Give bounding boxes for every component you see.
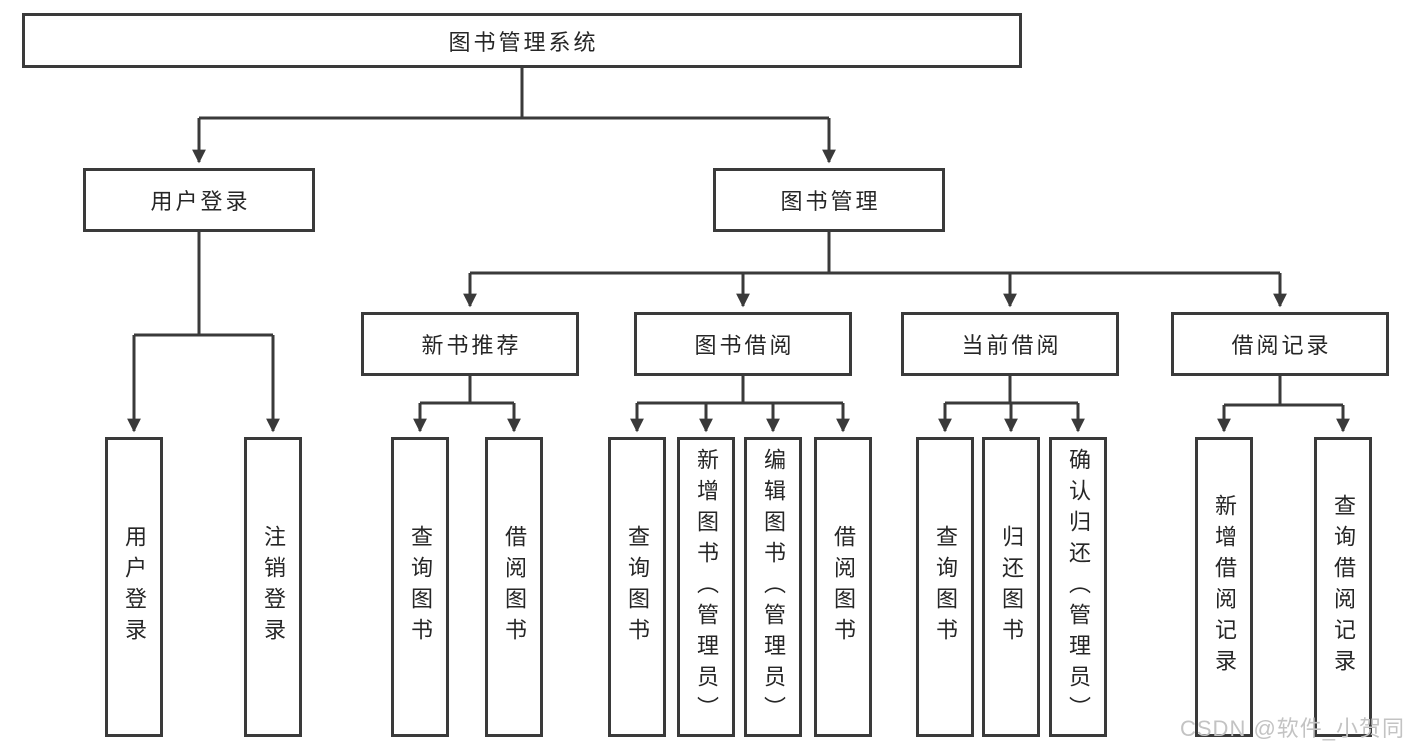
node-book-management-group: 图书管理 bbox=[713, 168, 945, 232]
leaf-edit-book-admin: 编辑图书（管理员） bbox=[744, 437, 802, 737]
leaf-logout: 注销登录 bbox=[244, 437, 302, 737]
leaf-borrow-books-borrowing: 借阅图书 bbox=[814, 437, 872, 737]
leaf-query-books-recommendation: 查询图书 bbox=[391, 437, 449, 737]
node-borrowing-records: 借阅记录 bbox=[1171, 312, 1389, 376]
leaf-user-login: 用户登录 bbox=[105, 437, 163, 737]
leaf-borrow-books-recommendation: 借阅图书 bbox=[485, 437, 543, 737]
leaf-add-borrow-record: 新增借阅记录 bbox=[1195, 437, 1253, 737]
leaf-query-books-borrowing: 查询图书 bbox=[608, 437, 666, 737]
node-new-book-recommendation: 新书推荐 bbox=[361, 312, 579, 376]
csdn-watermark: CSDN @软件_小贺同学 bbox=[1180, 716, 1405, 741]
leaf-query-borrow-record: 查询借阅记录 bbox=[1314, 437, 1372, 737]
leaf-query-books-current: 查询图书 bbox=[916, 437, 974, 737]
leaf-return-book: 归还图书 bbox=[982, 437, 1040, 737]
node-user-login-group: 用户登录 bbox=[83, 168, 315, 232]
node-current-borrowing: 当前借阅 bbox=[901, 312, 1119, 376]
node-book-borrowing: 图书借阅 bbox=[634, 312, 852, 376]
leaf-add-book-admin: 新增图书（管理员） bbox=[677, 437, 735, 737]
node-library-management-system: 图书管理系统 bbox=[22, 13, 1022, 68]
leaf-confirm-return-admin: 确认归还（管理员） bbox=[1049, 437, 1107, 737]
